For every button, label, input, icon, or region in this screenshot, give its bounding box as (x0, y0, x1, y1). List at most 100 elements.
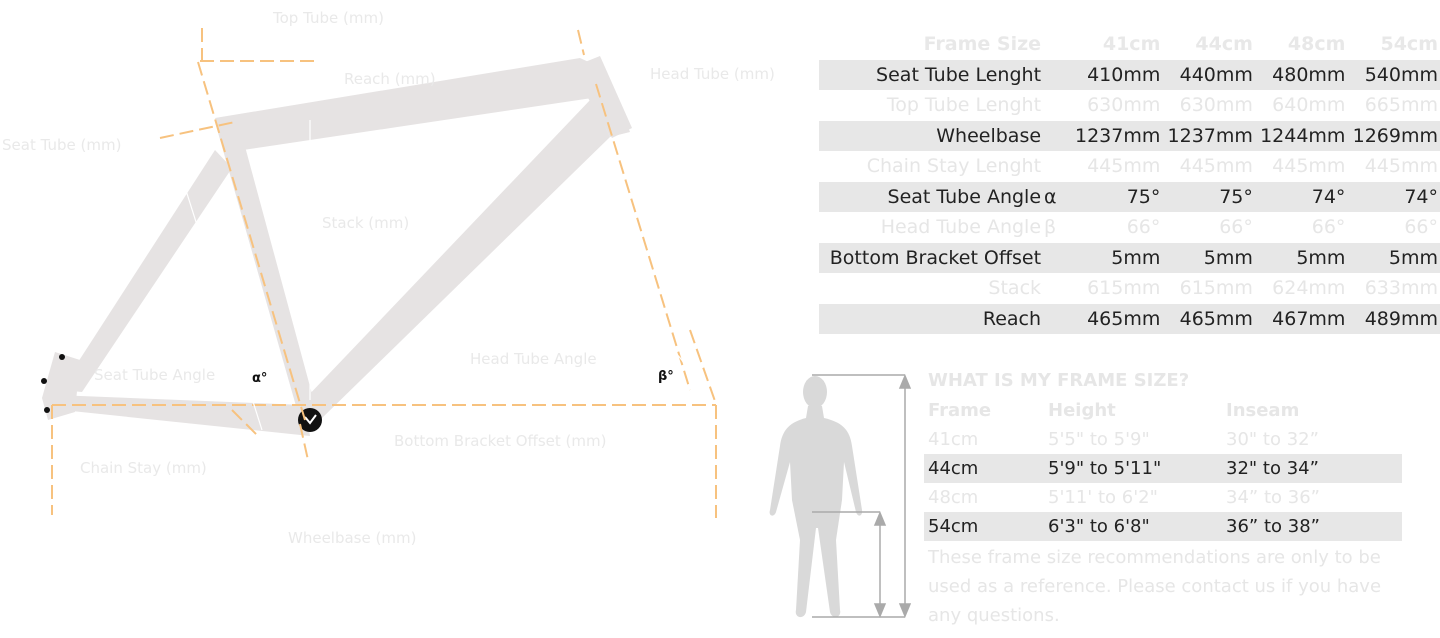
label-reach: Reach (mm) (344, 70, 436, 88)
dropout-hole (59, 354, 65, 360)
geometry-row-label: Head Tube Angle (880, 216, 1042, 239)
size-cell-inseam: 32" to 34” (1222, 454, 1402, 483)
geometry-cell: 465mm (1065, 303, 1163, 334)
size-guide-note: These frame size recommendations are onl… (928, 547, 1382, 626)
geometry-cell: 66° (1126, 216, 1161, 239)
geometry-cell: 489mm (1347, 303, 1440, 334)
geometry-cell: 465mm (1162, 303, 1255, 334)
dropout-hole (41, 378, 47, 384)
geometry-row-symbol (1044, 120, 1066, 151)
geometry-row-label: Wheelbase (819, 120, 1045, 151)
geometry-table: Frame Size 41cm 44cm 48cm 54cm Seat Tube… (819, 29, 1440, 334)
label-seat-tube: Seat Tube (mm) (2, 136, 121, 154)
geometry-row-label: Seat Tube Angle (819, 181, 1045, 212)
geometry-cell: 66° (1404, 216, 1438, 239)
geometry-cell: 445mm (1179, 155, 1253, 178)
chain-stay (55, 395, 310, 436)
geometry-row-symbol (1044, 273, 1065, 304)
size-cell-inseam: 30" to 32” (1226, 429, 1319, 450)
size-header-inseam: Inseam (1226, 400, 1300, 421)
geometry-row-label: Reach (819, 303, 1045, 334)
person-silhouette (769, 376, 863, 618)
geometry-cell: 5mm (1254, 242, 1348, 273)
size-cell-frame: 48cm (928, 487, 979, 508)
label-head-tube-angle: Head Tube Angle (470, 350, 597, 368)
size-guide-title: WHAT IS MY FRAME SIZE? (928, 370, 1190, 391)
seat-tube-angle-symbol: α° (252, 371, 267, 386)
geometry-row-symbol: β (1044, 216, 1057, 239)
geometry-cell: 445mm (1364, 155, 1438, 178)
geometry-cell: 630mm (1179, 94, 1253, 117)
label-wheelbase: Wheelbase (mm) (288, 529, 416, 547)
dropout-hole (44, 407, 50, 413)
geometry-cell: 1244mm (1254, 120, 1348, 151)
height-arrows (812, 374, 912, 618)
geometry-cell: 615mm (1179, 277, 1253, 300)
size-guide-figure (769, 374, 912, 618)
size-cell-frame: 54cm (924, 512, 1044, 541)
seat-stay (60, 150, 232, 392)
header-frame-size: Frame Size (923, 33, 1042, 56)
geometry-cell: 440mm (1162, 59, 1255, 90)
geometry-cell: 445mm (1087, 155, 1161, 178)
geometry-cell: 467mm (1254, 303, 1348, 334)
label-bottom-bracket-offset: Bottom Bracket Offset (mm) (394, 432, 606, 450)
geometry-cell: 5mm (1162, 242, 1255, 273)
bike-frame-diagram: Top Tube (mm) Reach (mm) Head Tube (mm) … (2, 9, 775, 547)
geometry-cell: 74° (1347, 181, 1440, 212)
label-stack: Stack (mm) (322, 214, 409, 232)
geometry-cell: 5mm (1347, 242, 1440, 273)
geometry-cell: 640mm (1272, 94, 1346, 117)
head-tube-angle-symbol: β° (658, 369, 674, 384)
size-cell-inseam: 34” to 36” (1226, 487, 1320, 508)
geometry-row-symbol (1044, 151, 1065, 182)
size-header-row: Frame Height Inseam (924, 396, 1402, 425)
geometry-row-symbol (1044, 59, 1066, 90)
header-size: 48cm (1287, 33, 1346, 56)
size-cell-height: 5'11' to 6'2" (1048, 487, 1158, 508)
geometry-cell: 1237mm (1065, 120, 1163, 151)
size-row: 41cm 5'5" to 5'9" 30" to 32” (924, 425, 1402, 454)
label-top-tube: Top Tube (mm) (272, 9, 384, 27)
geometry-row-label: Bottom Bracket Offset (819, 242, 1045, 273)
measure-lines (57, 57, 714, 518)
header-size: 41cm (1102, 33, 1161, 56)
geometry-cell: 1237mm (1162, 120, 1255, 151)
size-cell-height: 6'3" to 6'8" (1044, 512, 1222, 541)
geometry-row-symbol (1044, 303, 1066, 334)
size-header-height: Height (1048, 400, 1116, 421)
geometry-cell: 410mm (1065, 59, 1163, 90)
geometry-row-symbol (1044, 242, 1066, 273)
geometry-row-symbol: α (1044, 181, 1066, 212)
geometry-cell: 624mm (1272, 277, 1346, 300)
size-cell-height: 5'5" to 5'9" (1048, 429, 1150, 450)
size-header-frame: Frame (928, 400, 992, 421)
seat-tube (215, 122, 318, 420)
label-chain-stay: Chain Stay (mm) (80, 459, 207, 477)
label-seat-tube-angle: Seat Tube Angle (94, 366, 215, 384)
header-size: 44cm (1195, 33, 1253, 56)
geometry-cell: 74° (1254, 181, 1348, 212)
size-guide-table: Frame Height Inseam 41cm 5'5" to 5'9" 30" … (924, 396, 1402, 541)
geometry-cell: 445mm (1272, 155, 1346, 178)
geometry-cell: 1269mm (1347, 120, 1440, 151)
geometry-row-label: Stack (988, 277, 1042, 300)
geometry-row: Chain Stay Lenght 445mm 445mm 445mm 445mm (819, 151, 1440, 182)
geometry-row-label: Top Tube Lenght (886, 94, 1042, 117)
geometry-cell: 66° (1219, 216, 1253, 239)
geometry-row-label: Chain Stay Lenght (866, 155, 1042, 178)
geometry-header-row: Frame Size 41cm 44cm 48cm 54cm (819, 29, 1440, 60)
size-row: 48cm 5'11' to 6'2" 34” to 36” (924, 483, 1402, 512)
size-cell-frame: 41cm (928, 429, 979, 450)
size-cell-inseam: 36” to 38” (1222, 512, 1402, 541)
down-tube (304, 98, 610, 420)
geometry-cell: 615mm (1087, 277, 1161, 300)
geometry-cell: 630mm (1087, 94, 1161, 117)
